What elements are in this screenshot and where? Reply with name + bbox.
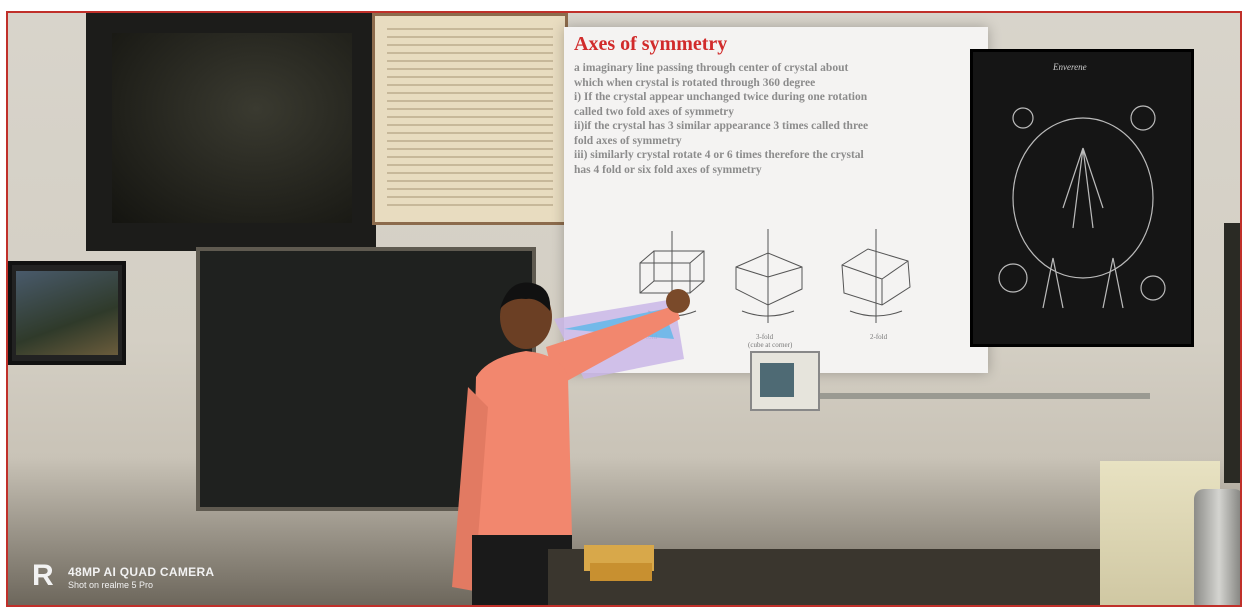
teacher-left-arm	[452, 387, 488, 591]
slide-line: a imaginary line passing through center …	[574, 62, 849, 74]
slide-line: which when crystal is rotated through 36…	[574, 76, 816, 89]
slide-title: Axes of symmetry	[574, 33, 728, 55]
slide-line: iii) similarly crystal rotate 4 or 6 tim…	[574, 149, 864, 161]
teacher-hand	[666, 289, 690, 313]
framed-photo	[8, 261, 126, 365]
teacher-hair	[500, 282, 551, 311]
right-wall-board	[1224, 223, 1240, 483]
switchboard	[750, 351, 820, 411]
teacher-shirt	[472, 351, 572, 537]
slide-line: has 4 fold or six fold axes of symmetry	[574, 163, 762, 176]
caption-2fold: 2-fold	[870, 333, 888, 341]
slide-line: ii)if the crystal has 3 similar appearan…	[574, 120, 869, 132]
caption-3fold: 3-fold	[756, 333, 774, 341]
steel-container	[1194, 489, 1240, 605]
classroom-photo: Axes of symmetry a imaginary line passin…	[6, 11, 1242, 607]
crystal-cube-2fold	[841, 229, 911, 323]
caption-3fold-sub: (cube at corner)	[748, 341, 793, 349]
wall-chart-dark	[86, 13, 376, 251]
watermark-camera-text: 48MP AI QUAD CAMERA	[68, 565, 215, 579]
slide-body: a imaginary line passing through center …	[574, 61, 974, 177]
bio-chart-title: Enverene	[1053, 62, 1087, 72]
watermark-device-text: Shot on realme 5 Pro	[68, 580, 154, 590]
teacher-arm	[546, 305, 680, 387]
notepad	[590, 563, 652, 581]
realme-logo-icon: R	[32, 559, 54, 592]
biology-wall-chart: Enverene	[970, 49, 1194, 347]
bio-chart-illustration	[998, 105, 1166, 309]
notice-board-chart	[372, 13, 568, 225]
slide-line: fold axes of symmetry	[574, 134, 682, 147]
wall-conduit	[820, 393, 1150, 399]
teacher-figure	[452, 282, 690, 605]
crystal-cube-3fold	[735, 229, 803, 323]
slide-line: i) If the crystal appear unchanged twice…	[574, 91, 868, 103]
slide-line: called two fold axes of symmetry	[574, 105, 735, 118]
